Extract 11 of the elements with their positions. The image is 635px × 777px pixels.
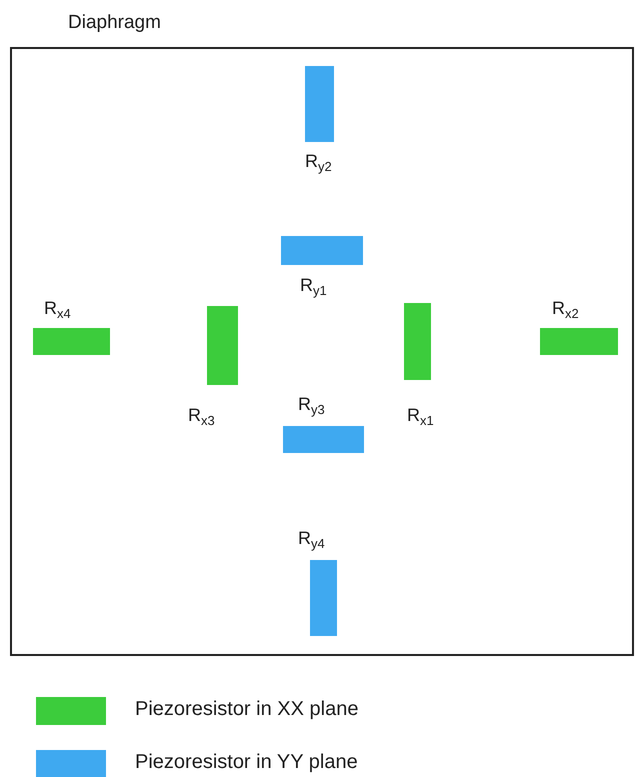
resistor-label: R$_{y2}$ xyxy=(305,150,332,172)
resistor-label: R$_{y3}$ xyxy=(298,393,325,415)
resistor-label: R$_{x2}$ xyxy=(552,297,579,319)
legend-label: Piezoresistor in YY plane xyxy=(135,751,358,773)
resistor-label: R$_{y1}$ xyxy=(300,274,327,296)
resistor-label: R$_{x4}$ xyxy=(44,297,71,319)
legend-label: Piezoresistor in XX plane xyxy=(135,698,358,720)
resistor-label: R$_{x1}$ xyxy=(407,404,434,426)
resistor-label: R$_{y4}$ xyxy=(298,527,325,549)
diaphragm-label: Diaphragm xyxy=(68,12,161,34)
resistor-label: R$_{x3}$ xyxy=(188,404,215,426)
